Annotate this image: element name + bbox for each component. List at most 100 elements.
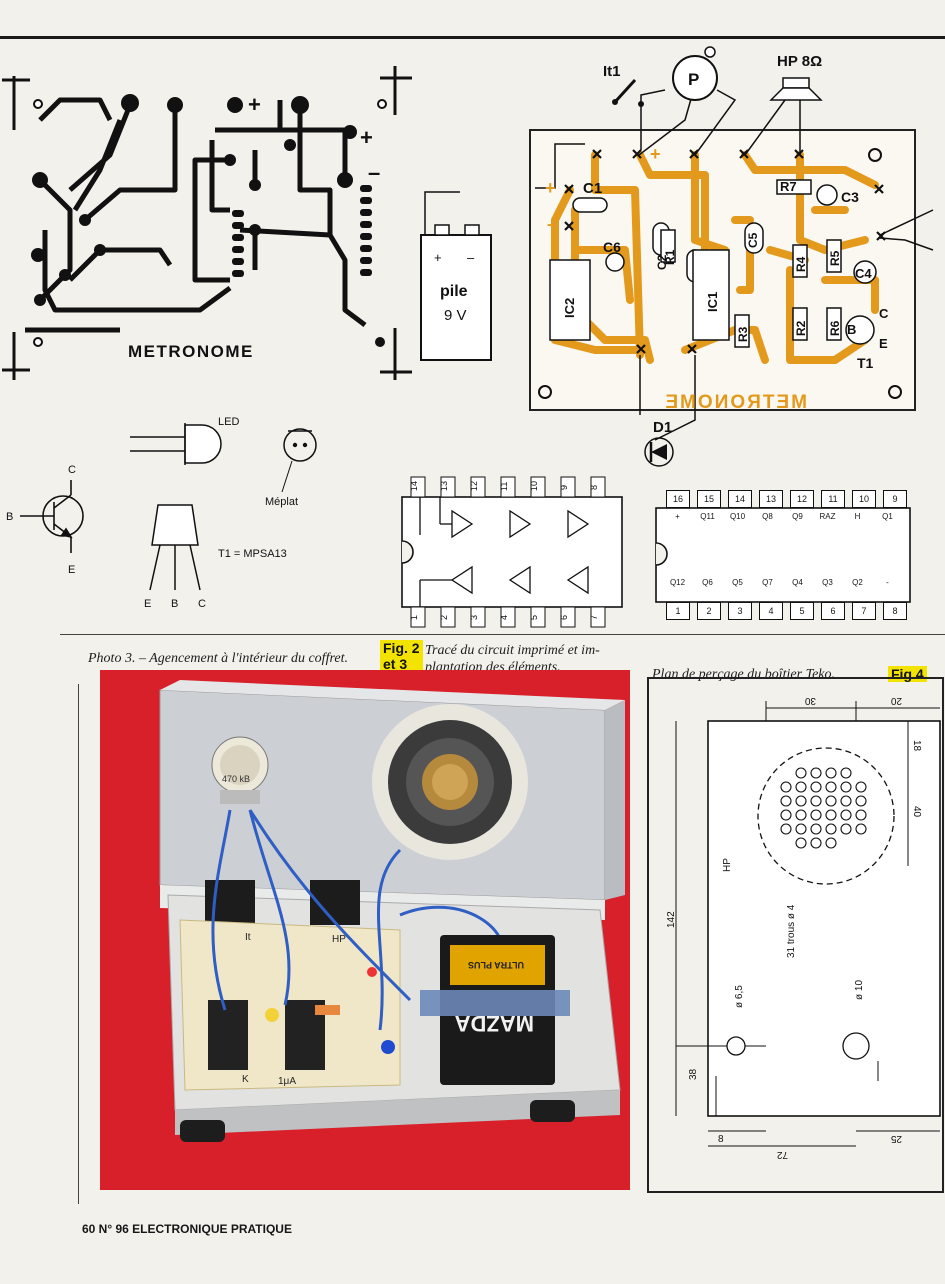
pcb-plus-2: +: [360, 125, 373, 150]
pin-e-label: E: [68, 564, 75, 576]
hp-hole-label: HP: [722, 858, 733, 872]
ic4020-pin: 6: [821, 602, 845, 620]
ic4049-pin: 2: [439, 615, 449, 620]
ic4020-pin: 10: [852, 490, 876, 508]
dim-30: 30: [804, 695, 816, 706]
c3-label: C3: [841, 189, 859, 205]
dim-142: 142: [666, 911, 677, 928]
ic1-label: IC1: [705, 292, 720, 312]
dim-38: 38: [688, 1068, 699, 1080]
pile-volt: 9 V: [444, 307, 467, 324]
ic4020-pin: 15: [697, 490, 721, 508]
ic4020-top-label: Q10: [729, 512, 746, 521]
fig4-drilling-plan: 30 20 18 40 142 HP 31 trous ø 4 ø 6,5 ø …: [647, 677, 944, 1193]
c5-label: C5: [746, 232, 760, 248]
pcb-mark-it: It: [245, 932, 251, 943]
ic4020-bottom-label: -: [886, 578, 889, 587]
transistor-symbol: [20, 480, 84, 553]
ic4020-pin: 1: [666, 602, 690, 620]
ic4020-pin: 13: [759, 490, 783, 508]
ic4020-bottom-label: Q6: [702, 578, 713, 587]
r7-label: R7: [780, 179, 797, 194]
ic4020-pin: 4: [759, 602, 783, 620]
ic4020-pin: 3: [728, 602, 752, 620]
pcb-mark-ua: 1μA: [278, 1076, 296, 1087]
ic4020-bottom-label: Q4: [792, 578, 803, 587]
pin-ebc-e: E: [144, 598, 151, 610]
component-pinouts: LED Méplat C B E E B C T1 = MPSA13: [6, 416, 317, 610]
ic-4020-pinout: 16 15 14 13 12 11 10 9 + Q11 Q10 Q8 Q9 R…: [648, 488, 918, 622]
ic4020-pin: 11: [821, 490, 845, 508]
ic4049-pin: 6: [559, 615, 569, 620]
ic4049-pin: 3: [469, 615, 479, 620]
r1-label: R1: [663, 249, 677, 265]
pcb-plus-1: +: [248, 92, 261, 117]
dim-72: 72: [776, 1149, 788, 1160]
pile-label: pile: [440, 283, 468, 300]
ic4020-bottom-label: Q3: [822, 578, 833, 587]
pin-b-label: B: [6, 511, 13, 523]
dim-8: 8: [718, 1134, 724, 1145]
photo-ic-left: [208, 1000, 248, 1070]
speaker-symbol: HP 8Ω: [769, 53, 823, 101]
photo-battery: ULTRA PLUS MAZDA: [420, 935, 570, 1085]
dim-25: 25: [890, 1133, 902, 1144]
svg-text:+: +: [545, 178, 556, 198]
svg-text:–: –: [467, 250, 475, 265]
ic4049-pin: 7: [589, 615, 599, 620]
r5-label: R5: [828, 250, 842, 266]
battery-9v: + – pile 9 V: [420, 224, 492, 361]
ic4049-pin: 11: [499, 482, 509, 491]
pot-value-label: 470 kB: [222, 774, 250, 784]
ic4020-pin: 16: [666, 490, 690, 508]
top-rule: [0, 36, 945, 39]
t1-label: T1: [857, 355, 874, 371]
r6-label: R6: [828, 320, 842, 336]
fig23-tag-line2: et 3: [380, 656, 423, 672]
bleed-through-text: [632, 440, 638, 441]
svg-text:+: +: [650, 144, 661, 164]
ic4020-bottom-label: Q2: [852, 578, 863, 587]
hole-grid: [780, 767, 867, 849]
dim-40: 40: [911, 806, 922, 818]
potentiometer-p: [672, 55, 718, 101]
c4-label: C4: [855, 266, 872, 281]
pin-ebc-b: B: [171, 598, 178, 610]
pin-ebc-c: C: [198, 598, 206, 610]
ic-4049-pinout: 14 13 12 11 10 9 8 1 2 3 4 5 6 7: [401, 476, 623, 628]
p-label: P: [688, 70, 699, 89]
pcb-mark-hp: HP: [332, 934, 346, 945]
hole-6-5: [726, 1036, 746, 1056]
ic2-chip: [549, 259, 591, 341]
hp-label: HP 8Ω: [777, 53, 822, 70]
it1-label: It1: [603, 63, 621, 80]
pcb-title: METRONOME: [128, 342, 254, 361]
led-flat-view: [281, 428, 317, 493]
c1-label: C1: [583, 180, 602, 197]
ic4049-pin: 1: [409, 615, 419, 620]
d10-label: ø 10: [854, 980, 865, 1000]
ic4020-top-label: Q11: [700, 512, 715, 521]
ic4020-bottom-label: Q12: [669, 578, 686, 587]
ic4020-pin: 8: [883, 602, 907, 620]
ic4049-pin: 13: [439, 481, 449, 491]
t1-b-label: B: [847, 322, 856, 337]
ic4049-pin: 9: [559, 485, 569, 490]
photo-speaker: [372, 704, 528, 860]
ic4049-pin: 5: [529, 615, 539, 620]
trous-label: 31 trous ø 4: [786, 904, 797, 958]
ic4020-bottom-label: Q7: [762, 578, 773, 587]
ic4020-top-label: RAZ: [819, 512, 836, 521]
ic4049-top-pins: 14 13 12 11 10 9 8: [409, 476, 606, 498]
ic4020-top-label: Q9: [792, 512, 803, 521]
ic4020-bottom-label: Q5: [732, 578, 743, 587]
pin-c-label: C: [68, 464, 76, 476]
r2-label: R2: [794, 320, 808, 336]
left-column-rule: [78, 684, 79, 1204]
ic4020-pin: 5: [790, 602, 814, 620]
photo3-caption: Photo 3. – Agencement à l'intérieur du c…: [88, 651, 348, 666]
ic4020-pin: 2: [697, 602, 721, 620]
svg-text:+: +: [434, 250, 442, 265]
hole-10: [842, 1032, 870, 1060]
ic4049-pin: 10: [529, 481, 539, 491]
